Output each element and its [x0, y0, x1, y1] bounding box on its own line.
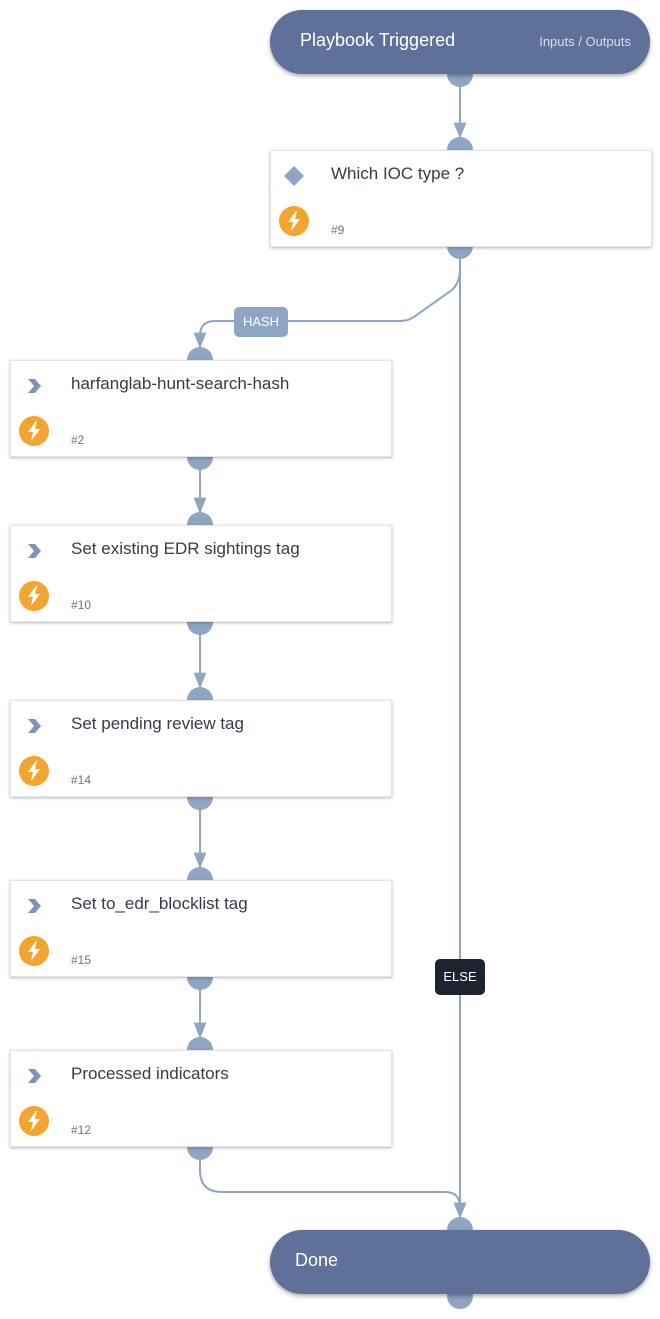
lightning-bolt-icon: [279, 206, 309, 236]
set-pending-review-tag-node[interactable]: Set pending review tag #14: [10, 700, 392, 797]
edge-condition-hash: [193, 246, 461, 349]
lightning-bolt-icon: [19, 581, 49, 611]
branch-label-hash[interactable]: HASH: [234, 307, 288, 337]
chevron-right-icon: [23, 715, 45, 737]
node-label: Which IOC type ?: [331, 164, 465, 183]
lightning-bolt-icon: [19, 416, 49, 446]
node-number: #10: [71, 598, 92, 612]
end-title: Done: [295, 1250, 339, 1270]
node-number: #14: [71, 773, 92, 787]
node-label: Set existing EDR sightings tag: [71, 539, 300, 558]
processed-indicators-node[interactable]: Processed indicators #12: [10, 1050, 392, 1147]
branch-label-else[interactable]: ELSE: [435, 959, 485, 995]
lightning-bolt-icon: [19, 936, 49, 966]
lightning-bolt-icon: [19, 756, 49, 786]
node-label: harfanglab-hunt-search-hash: [71, 374, 290, 393]
node-label: Set pending review tag: [71, 714, 244, 733]
node-number: #2: [71, 433, 85, 447]
which-ioc-type-node[interactable]: Which IOC type ? #9: [270, 150, 652, 247]
edge-12-to-done: [199, 1149, 467, 1219]
chevron-right-icon: [23, 375, 45, 397]
node-number: #9: [331, 223, 345, 237]
start-title: Playbook Triggered: [300, 30, 456, 50]
diamond-icon: [283, 165, 305, 187]
chevron-right-icon: [23, 895, 45, 917]
node-number: #15: [71, 953, 92, 967]
node-label: Set to_edr_blocklist tag: [71, 894, 248, 913]
harfanglab-hunt-search-hash-node[interactable]: harfanglab-hunt-search-hash #2: [10, 360, 392, 457]
node-number: #12: [71, 1123, 92, 1137]
done-node[interactable]: Done: [270, 1230, 650, 1294]
inputs-outputs-link[interactable]: Inputs / Outputs: [539, 34, 631, 49]
chevron-right-icon: [23, 540, 45, 562]
set-existing-edr-sightings-tag-node[interactable]: Set existing EDR sightings tag #10: [10, 525, 392, 622]
chevron-right-icon: [23, 1065, 45, 1087]
lightning-bolt-icon: [19, 1106, 49, 1136]
node-label: Processed indicators: [71, 1064, 229, 1083]
playbook-triggered-node[interactable]: Playbook Triggered Inputs / Outputs: [270, 10, 650, 74]
set-to-edr-blocklist-tag-node[interactable]: Set to_edr_blocklist tag #15: [10, 880, 392, 977]
